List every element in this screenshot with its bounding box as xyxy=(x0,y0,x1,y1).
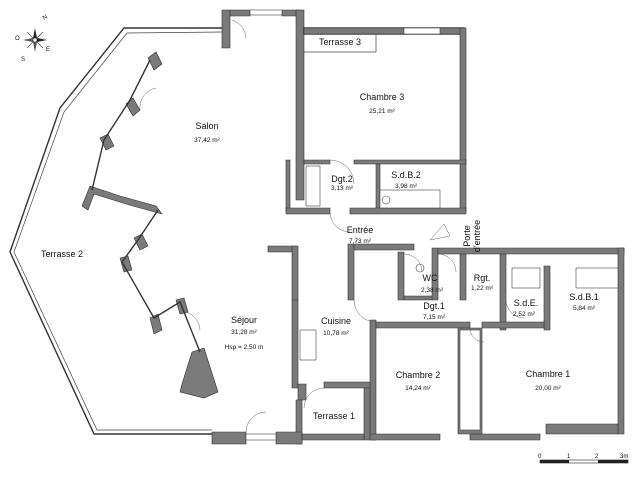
entrance-label-line1: Porte xyxy=(462,225,472,247)
dgt1-name: Dgt.1 xyxy=(423,301,445,311)
sdb1-area: 5,84 m² xyxy=(573,305,596,312)
salon-area: 37,42 m² xyxy=(194,137,220,144)
sdb2-name: S.d.B.2 xyxy=(391,170,421,180)
cuisine-area: 10,78 m² xyxy=(323,330,349,337)
scale-tick-3: 3m xyxy=(620,454,628,460)
terrasse1-name: Terrasse 1 xyxy=(313,411,355,421)
entrance-label-line2: d'entrée xyxy=(472,220,482,252)
chambre1-name: Chambre 1 xyxy=(526,369,571,379)
chambre3-walls xyxy=(285,27,467,215)
sdb1-name: S.d.B.1 xyxy=(569,292,599,302)
salon-name: Salon xyxy=(195,121,218,131)
terrasse3-name: Terrasse 3 xyxy=(319,37,361,47)
compass-north-label: N xyxy=(42,14,49,21)
sde-area: 2,52 m² xyxy=(513,311,536,318)
door-swings xyxy=(139,19,525,433)
terrace-outline xyxy=(9,27,223,435)
compass-south-label: S xyxy=(21,57,25,63)
chambre2-name: Chambre 2 xyxy=(396,370,441,380)
dgt2-area: 3,13 m² xyxy=(331,185,354,192)
rgt-area: 1,22 m² xyxy=(471,285,494,292)
chambre2-area: 14,24 m² xyxy=(405,385,431,392)
terrasse2-name: Terrasse 2 xyxy=(41,249,83,259)
entree-area: 7,73 m² xyxy=(349,238,372,245)
scale-tick-0: 0 xyxy=(538,454,542,460)
sejour-area: 31,28 m² xyxy=(231,329,257,336)
sde-name: S.d.E. xyxy=(514,298,539,308)
entree-name: Entrée xyxy=(347,225,374,235)
entrance-label: Porte d'entrée xyxy=(462,220,482,252)
sdb2-area: 3,98 m² xyxy=(395,183,418,190)
hall-walls xyxy=(267,243,625,441)
compass-west-label: O xyxy=(15,36,20,42)
rgt-name: Rgt. xyxy=(474,273,491,283)
dgt1-area: 7,15 m² xyxy=(423,314,446,321)
sejour-hsp: Hsp = 2,50 m xyxy=(225,344,264,351)
wc-area: 2,38 m² xyxy=(421,287,444,294)
scale-tick-1: 1 xyxy=(567,454,571,460)
scale-tick-2: 2 xyxy=(595,454,599,460)
scale-bar: 0 1 2 3m xyxy=(538,454,628,464)
chambre1-area: 20,00 m² xyxy=(535,385,561,392)
chambre3-area: 25,21 m² xyxy=(369,108,395,115)
room-labels: Terrasse 3 Chambre 3 25,21 m² Salon 37,4… xyxy=(41,37,599,421)
wc-name: WC xyxy=(423,273,438,283)
compass-east-label: E xyxy=(46,47,50,53)
cuisine-walls xyxy=(211,299,541,445)
salon-facade xyxy=(81,51,219,399)
sejour-name: Séjour xyxy=(231,315,257,325)
dgt2-name: Dgt.2 xyxy=(331,174,353,184)
compass-rose: N E S O xyxy=(15,14,50,63)
salon-top-walls xyxy=(221,9,305,201)
cuisine-name: Cuisine xyxy=(321,316,351,326)
chambre3-name: Chambre 3 xyxy=(360,92,405,102)
